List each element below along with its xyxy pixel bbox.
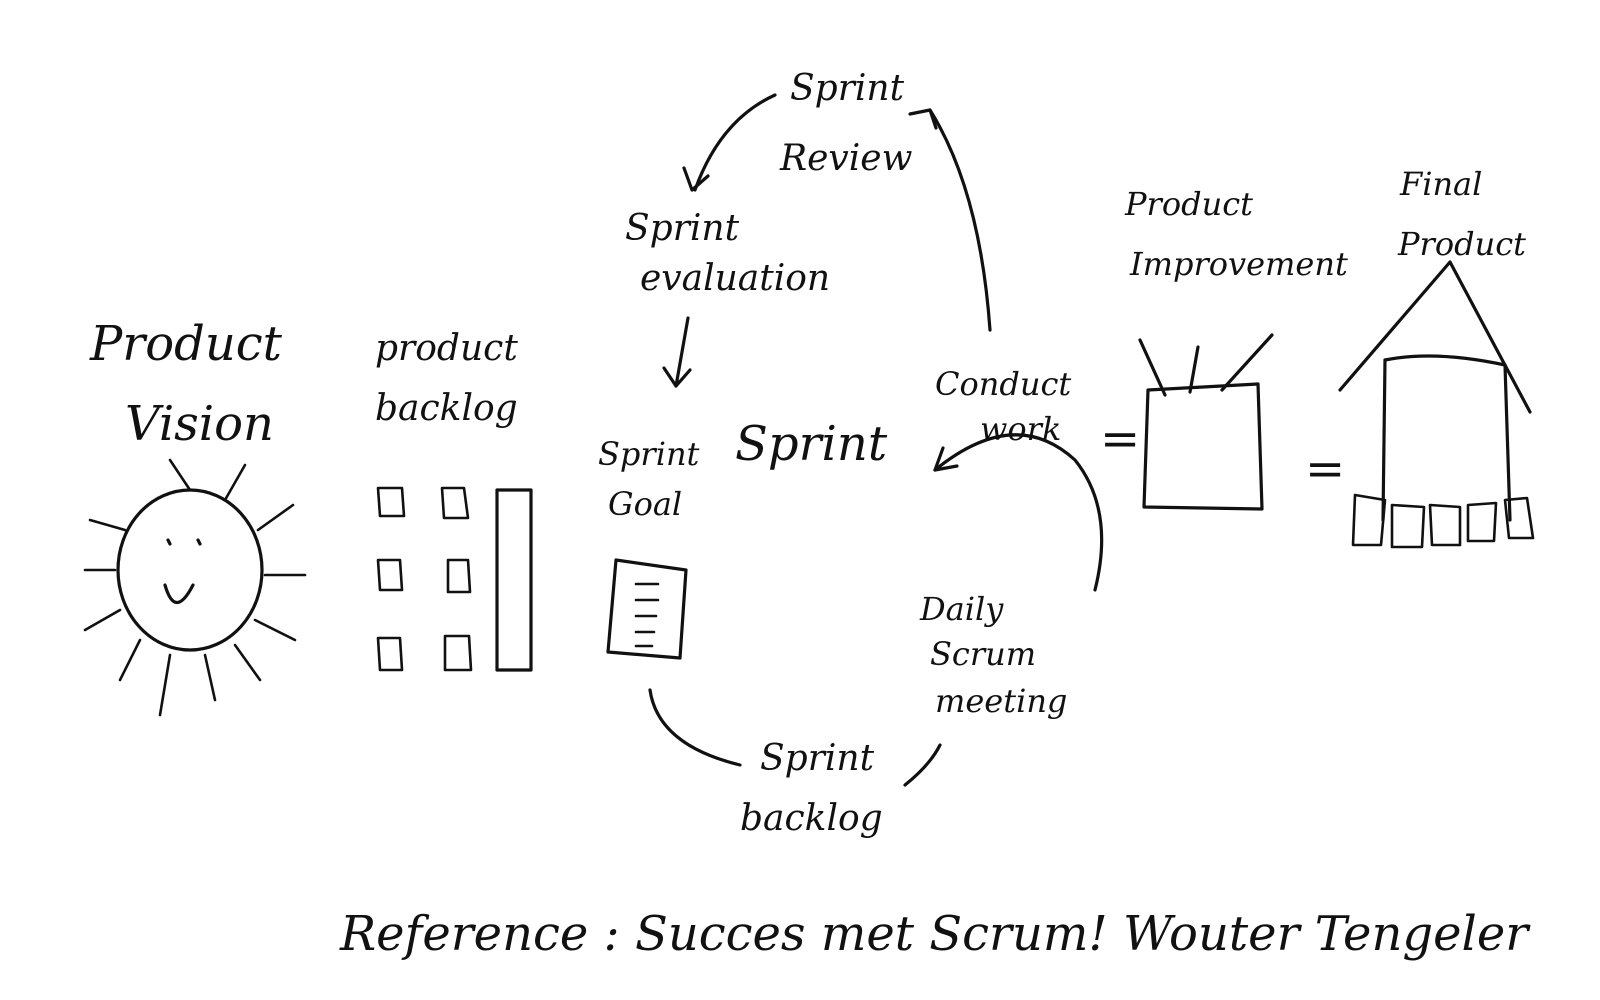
document-icon bbox=[606, 558, 688, 660]
daily-scrum-label-line2: Scrum bbox=[930, 635, 1036, 673]
daily-scrum-label-line1: Daily bbox=[919, 590, 1004, 628]
box-icon bbox=[1138, 333, 1274, 511]
product-backlog-label-line2: backlog bbox=[375, 388, 518, 429]
equals-sign-1: = bbox=[1100, 411, 1140, 467]
sprint-evaluation-label-line2: evaluation bbox=[640, 258, 830, 299]
product-vision-label-line2: Vision bbox=[125, 396, 274, 452]
sprint-label: Sprint bbox=[735, 416, 888, 472]
final-product-label-line1: Final bbox=[1399, 165, 1482, 203]
sprint-backlog-label-line2: backlog bbox=[740, 798, 883, 839]
product-improvement-label-line1: Product bbox=[1124, 185, 1253, 223]
sprint-evaluation-label-line1: Sprint bbox=[625, 208, 740, 249]
sprint-review-label-line2: Review bbox=[779, 138, 913, 179]
sprint-goal-label-line2: Goal bbox=[608, 485, 682, 523]
sticky-notes-icon bbox=[376, 486, 533, 672]
product-improvement-label-line2: Improvement bbox=[1129, 245, 1348, 283]
sprint-review-label-line1: Sprint bbox=[790, 68, 905, 109]
product-vision-label-line1: Product bbox=[89, 316, 283, 372]
product-backlog-label-line1: product bbox=[375, 328, 518, 369]
daily-scrum-label-line3: meeting bbox=[935, 682, 1067, 720]
smiling-sun-icon bbox=[83, 458, 307, 717]
sprint-cycle-arrows bbox=[648, 93, 1104, 787]
conduct-work-label-line1: Conduct bbox=[935, 365, 1071, 403]
sprint-backlog-label-line1: Sprint bbox=[760, 738, 875, 779]
equals-sign-2: = bbox=[1305, 441, 1345, 497]
sprint-goal-label-line1: Sprint bbox=[598, 435, 700, 473]
house-icon bbox=[1338, 260, 1535, 549]
reference-text: Reference : Succes met Scrum! Wouter Ten… bbox=[339, 906, 1531, 962]
final-product-label-line2: Product bbox=[1397, 225, 1526, 263]
